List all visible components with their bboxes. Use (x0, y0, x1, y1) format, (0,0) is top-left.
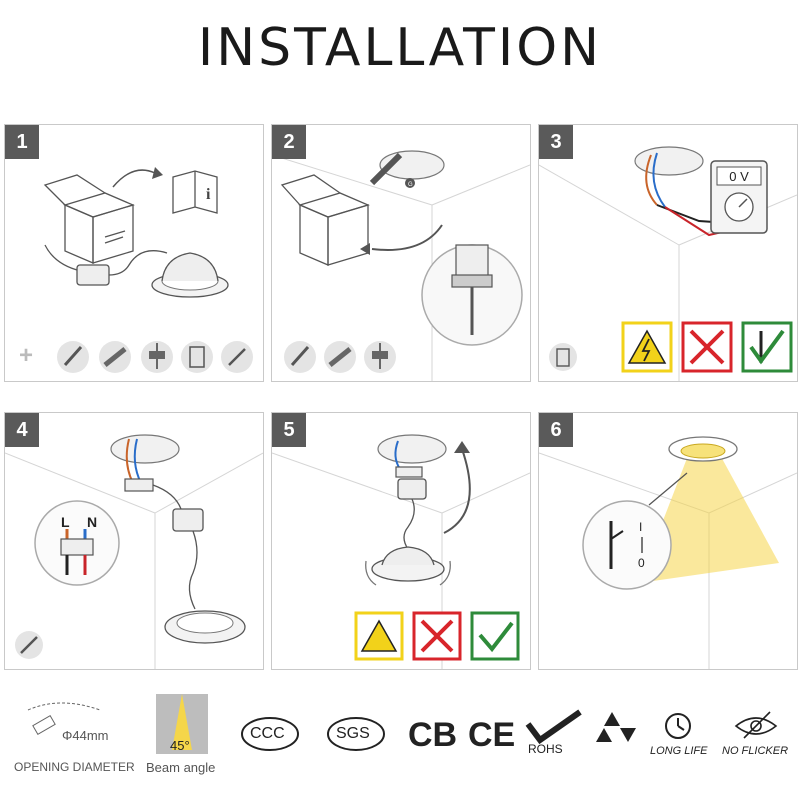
switch-off-ok-icon (741, 321, 793, 373)
beam-angle-value: 45° (170, 738, 190, 753)
eye-icon (734, 711, 778, 739)
footer-features: Φ44mm OPENING DIAMETER 45° Beam angle CC… (0, 690, 800, 800)
step-5-badge: 5 (272, 413, 306, 447)
switch-on-label: I (639, 520, 642, 534)
svg-text:+: + (19, 342, 33, 369)
footer-icons (27, 694, 778, 754)
step-2-illustration: G (272, 150, 530, 381)
long-life-label: LONG LIFE (650, 745, 708, 757)
recycle-icon (596, 712, 636, 742)
step-4-panel: L N 4 (4, 412, 264, 670)
cert-ce: CE (468, 716, 516, 754)
step-3-panel: 0 V 3 (538, 124, 798, 382)
meter-reading: 0 V (729, 169, 749, 184)
switch-off-label: 0 (638, 556, 645, 570)
no-flicker-label: NO FLICKER (722, 745, 789, 757)
marker-g: G (408, 182, 413, 188)
step-3-badge: 3 (539, 125, 573, 159)
beam-angle-icon (156, 694, 208, 754)
rohs-check-icon (525, 709, 582, 745)
step-5-illustration (272, 434, 530, 669)
step-4-illustration: L N (5, 434, 263, 669)
cert-ccc: CCC (250, 725, 285, 742)
step-4-badge: 4 (5, 413, 39, 447)
step-1-panel: i + 1 (4, 124, 264, 382)
step-5-panel: 5 (271, 412, 531, 670)
safety-signs (621, 321, 793, 373)
step-6-illustration: I 0 (539, 436, 797, 669)
multimeter-icon (181, 341, 213, 373)
cert-sgs: SGS (336, 725, 370, 742)
multimeter-icon (549, 343, 577, 371)
beam-angle-label: Beam angle (146, 760, 216, 775)
step-3-illustration: 0 V (539, 146, 797, 381)
step-2-badge: 2 (272, 125, 306, 159)
sgs-icon (327, 717, 385, 751)
clock-icon (665, 713, 691, 739)
svg-text:i: i (206, 186, 211, 203)
cert-cb: CB (408, 716, 458, 754)
opening-diameter-label: OPENING DIAMETER (14, 760, 135, 774)
wire-label-n: N (87, 514, 97, 530)
rohs-label: ROHS (528, 742, 563, 756)
step-1-illustration: i + (19, 167, 253, 373)
light-beam (639, 453, 779, 583)
step-6-badge: 6 (539, 413, 573, 447)
tools-row: + (19, 341, 253, 373)
ccc-icon (241, 717, 299, 751)
wire-label-l: L (61, 514, 70, 530)
step-6-panel: I 0 6 (538, 412, 798, 670)
correct-install-icon (470, 611, 520, 661)
safety-signs (354, 611, 520, 661)
switch-zoom (582, 500, 672, 590)
opening-diameter-icon (32, 714, 56, 736)
step-2-panel: G 2 (271, 124, 531, 382)
opening-size: Φ44mm (62, 728, 109, 743)
step-1-badge: 1 (5, 125, 39, 159)
page-title: INSTALLATION (197, 18, 603, 78)
